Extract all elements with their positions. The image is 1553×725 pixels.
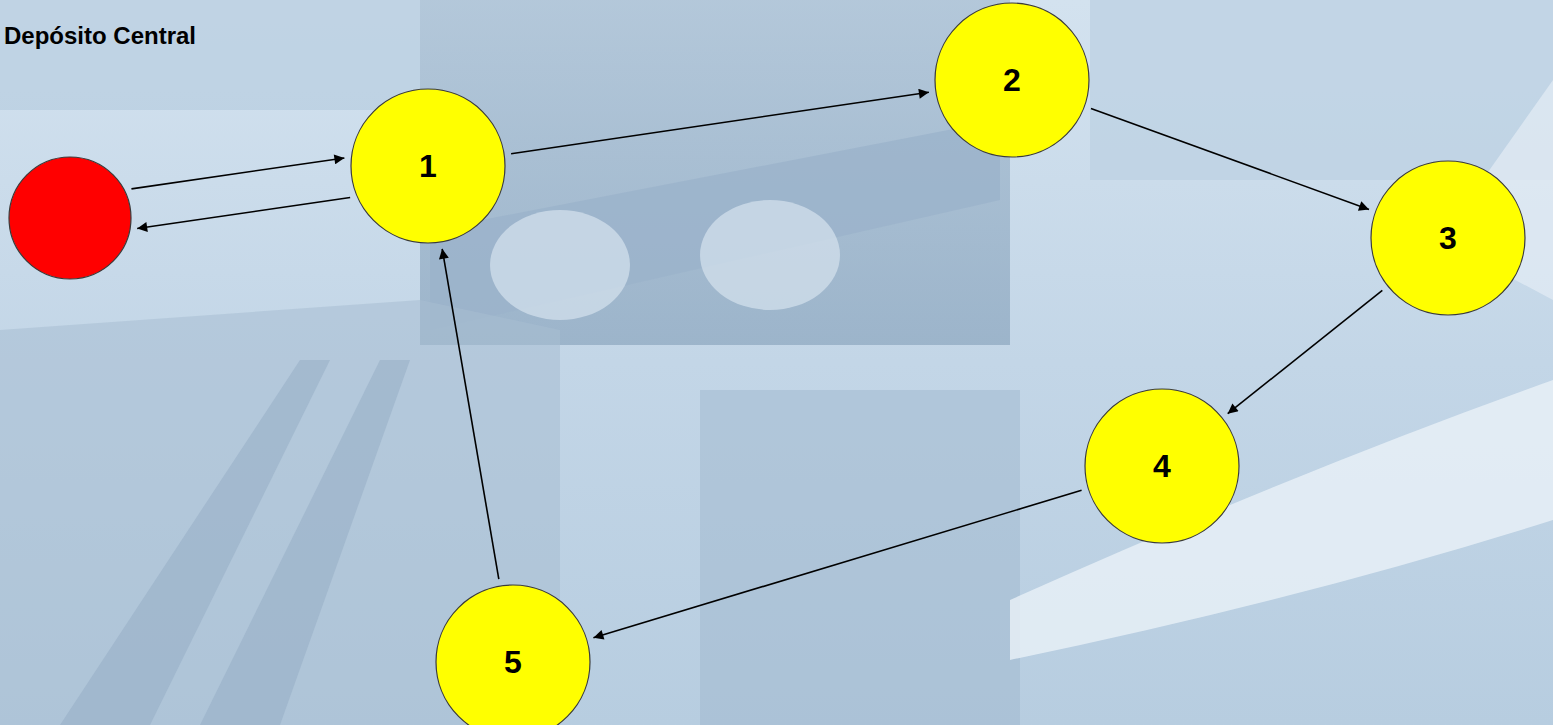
circle-shape xyxy=(935,3,1089,157)
circle-shape xyxy=(9,157,131,279)
flow-arrow xyxy=(131,158,344,189)
background-truck xyxy=(700,390,1020,725)
background-rails xyxy=(200,360,410,725)
flow-arrow xyxy=(593,490,1081,637)
flow-arrow xyxy=(511,92,929,154)
circle-shape xyxy=(351,89,505,243)
background-valve xyxy=(700,200,840,310)
flow-arrow xyxy=(137,198,350,229)
flow-arrow xyxy=(442,249,499,579)
flow-arrow xyxy=(1228,290,1383,413)
stop-circle: 1 xyxy=(350,88,506,244)
circle-outline xyxy=(8,156,132,280)
background-pipe xyxy=(430,120,1000,330)
depot-label: Depósito Central xyxy=(4,22,196,50)
flow-arrow xyxy=(1091,109,1369,210)
stop-circle: 5 xyxy=(435,584,591,725)
background-valve xyxy=(490,210,630,320)
stop-number: 1 xyxy=(419,148,437,185)
stop-circle: 2 xyxy=(934,2,1090,158)
stop-number: 3 xyxy=(1439,220,1457,257)
background-building xyxy=(1090,0,1553,180)
circle-shape xyxy=(1371,161,1525,315)
circle-shape xyxy=(1085,389,1239,543)
stop-number: 5 xyxy=(504,644,522,681)
depot-circle: Depósito Central xyxy=(8,156,132,280)
background-building xyxy=(0,0,420,110)
stop-number: 4 xyxy=(1153,448,1171,485)
background-airplane xyxy=(1010,380,1553,660)
stop-number: 2 xyxy=(1003,62,1021,99)
circle-shape xyxy=(436,585,590,725)
stop-circle: 3 xyxy=(1370,160,1526,316)
stop-circle: 4 xyxy=(1084,388,1240,544)
background-pipeline-photo xyxy=(420,0,1010,345)
